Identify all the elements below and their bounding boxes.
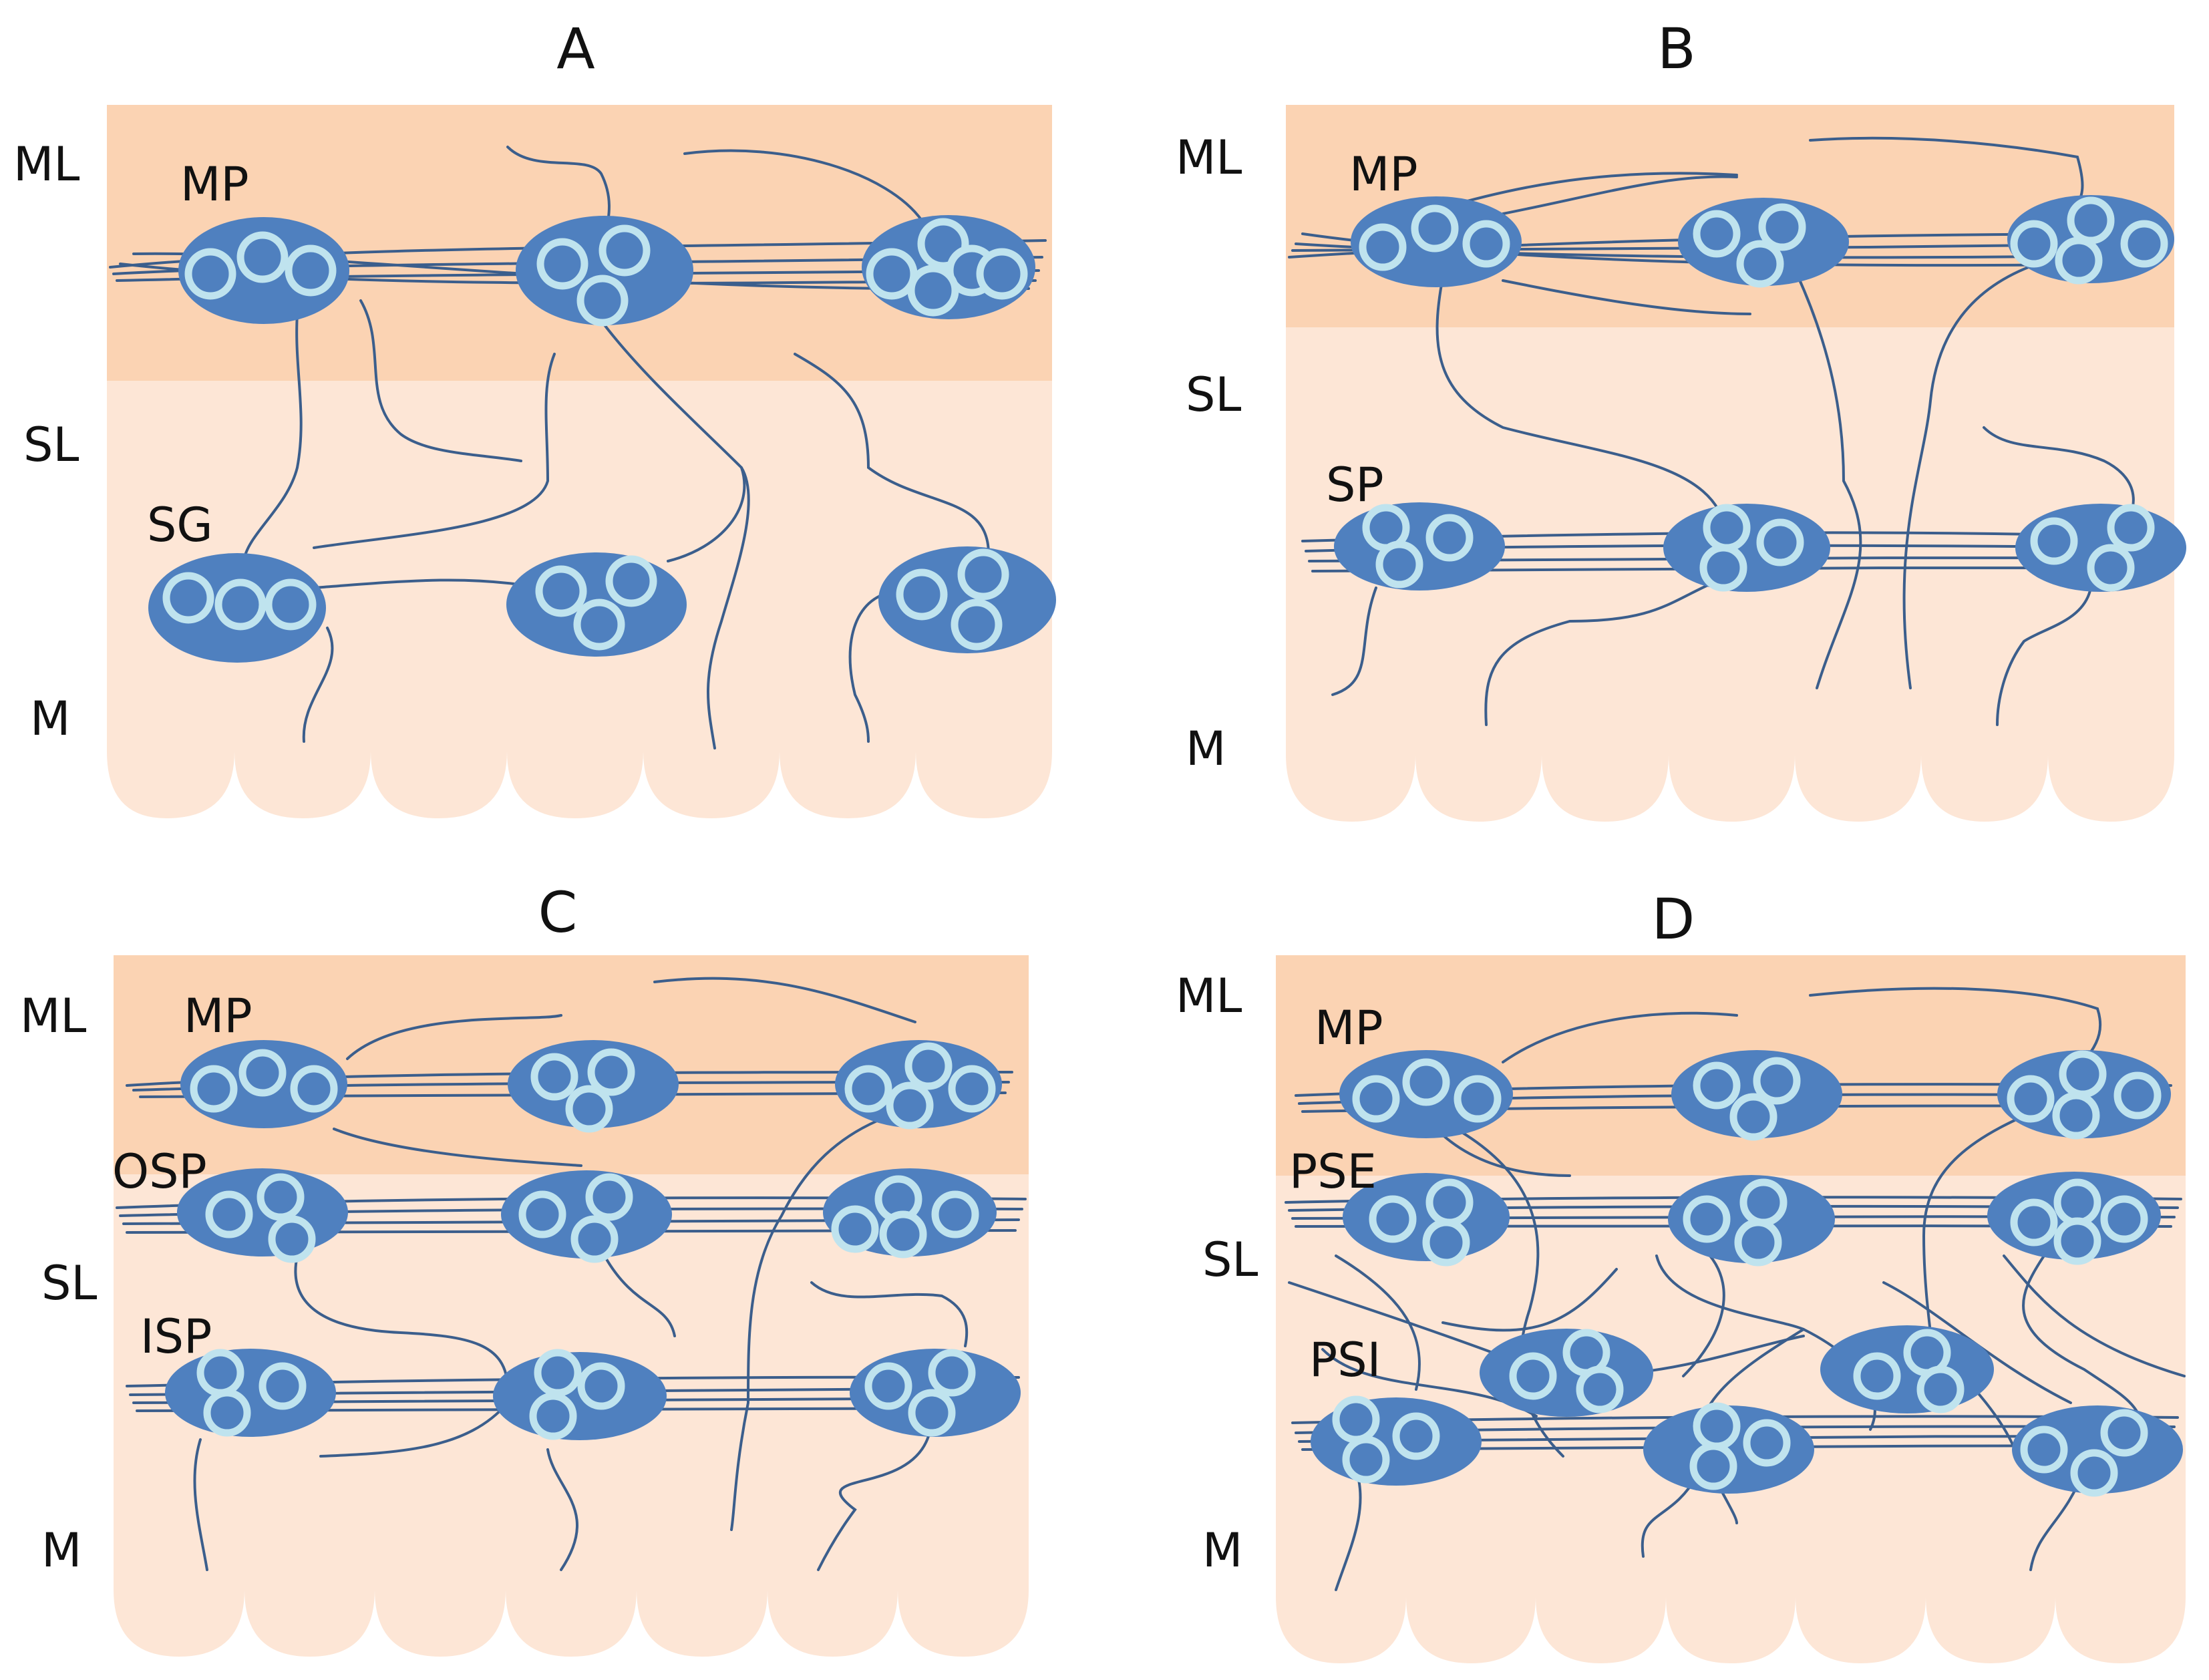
panel-a-title: A <box>556 16 594 81</box>
panel-d-title: D <box>1652 886 1695 952</box>
panel-d-ganglion <box>1343 1173 1510 1267</box>
panel-b-ganglion <box>1678 198 1849 288</box>
panel-d-ganglion <box>2012 1405 2183 1497</box>
panel-c-ganglion <box>823 1168 997 1258</box>
panel-b-layer-m: M <box>1186 721 1226 776</box>
panel-a-ganglion <box>148 553 326 663</box>
panel-b-ganglion <box>1351 196 1522 287</box>
panel-c-ganglion <box>501 1170 672 1263</box>
panel-a-ganglion <box>878 546 1056 653</box>
panel-d-plexus-psi: PSI <box>1309 1333 1381 1387</box>
panel-b-ganglion <box>1663 504 1830 592</box>
panel-b-plexus-mp: MP <box>1349 147 1418 202</box>
panel-d-ganglion <box>1311 1395 1482 1486</box>
panel-c-ganglion <box>493 1349 667 1440</box>
panel-b-ganglion <box>2015 504 2186 592</box>
panel-a: A <box>13 16 1056 818</box>
panel-a-ganglion <box>862 215 1035 319</box>
panel-a-layer-ml: ML <box>13 137 79 192</box>
panel-d-ganglion <box>1671 1050 1842 1141</box>
panel-a-ganglion <box>506 552 687 657</box>
panel-b-ganglion <box>2007 195 2174 285</box>
panel-d-layer-m: M <box>1202 1523 1242 1578</box>
panel-d-ganglion <box>1987 1172 2161 1265</box>
panel-d-plexus-pse: PSE <box>1289 1144 1377 1199</box>
panel-d-plexus-mp: MP <box>1315 1001 1383 1055</box>
panel-c-title: C <box>538 880 578 945</box>
panel-a-layer-sl: SL <box>23 417 79 472</box>
panel-d-ganglion <box>1997 1050 2171 1140</box>
panel-a-ganglion <box>178 217 349 324</box>
panel-b-layer-ml: ML <box>1176 130 1242 185</box>
panel-a-ganglion <box>516 216 693 327</box>
panel-c-layer-m: M <box>41 1523 81 1578</box>
panel-b-ganglion <box>1334 502 1505 591</box>
panel-c-ganglion <box>177 1168 348 1263</box>
panel-d: D <box>1176 886 2186 1663</box>
panel-d-ganglion <box>1339 1050 1513 1138</box>
panel-c-plexus-osp: OSP <box>112 1144 207 1199</box>
panel-a-plexus-sg: SG <box>147 498 213 552</box>
panel-b: B <box>1176 16 2186 822</box>
panel-a-nerve-fibers <box>109 146 1047 749</box>
panel-d-ganglion <box>1820 1325 1994 1413</box>
panel-b-plexus-sp: SP <box>1326 458 1384 512</box>
panel-d-layer-sl: SL <box>1202 1232 1258 1287</box>
panel-d-ganglion <box>1480 1329 1653 1417</box>
panel-c-ganglion <box>835 1040 1002 1130</box>
panel-a-plexus-mp: MP <box>180 157 249 212</box>
panel-c-layer-sl: SL <box>41 1256 97 1311</box>
panel-b-layer-sl: SL <box>1186 367 1241 422</box>
panel-c-ganglion <box>180 1040 347 1128</box>
panel-c: C <box>20 880 1029 1657</box>
panel-d-layer-ml: ML <box>1176 969 1242 1023</box>
panel-c-ganglion <box>850 1349 1021 1437</box>
panel-d-ganglion <box>1643 1402 1814 1494</box>
panel-c-ganglion <box>508 1040 679 1133</box>
panel-c-ganglion <box>165 1349 336 1437</box>
panel-b-title: B <box>1657 16 1696 81</box>
panel-c-layer-ml: ML <box>20 989 86 1043</box>
panel-c-plexus-mp: MP <box>184 989 252 1043</box>
panel-d-ganglion <box>1668 1175 1835 1267</box>
panel-a-layer-m: M <box>30 691 70 746</box>
panel-c-plexus-isp: ISP <box>140 1309 212 1364</box>
